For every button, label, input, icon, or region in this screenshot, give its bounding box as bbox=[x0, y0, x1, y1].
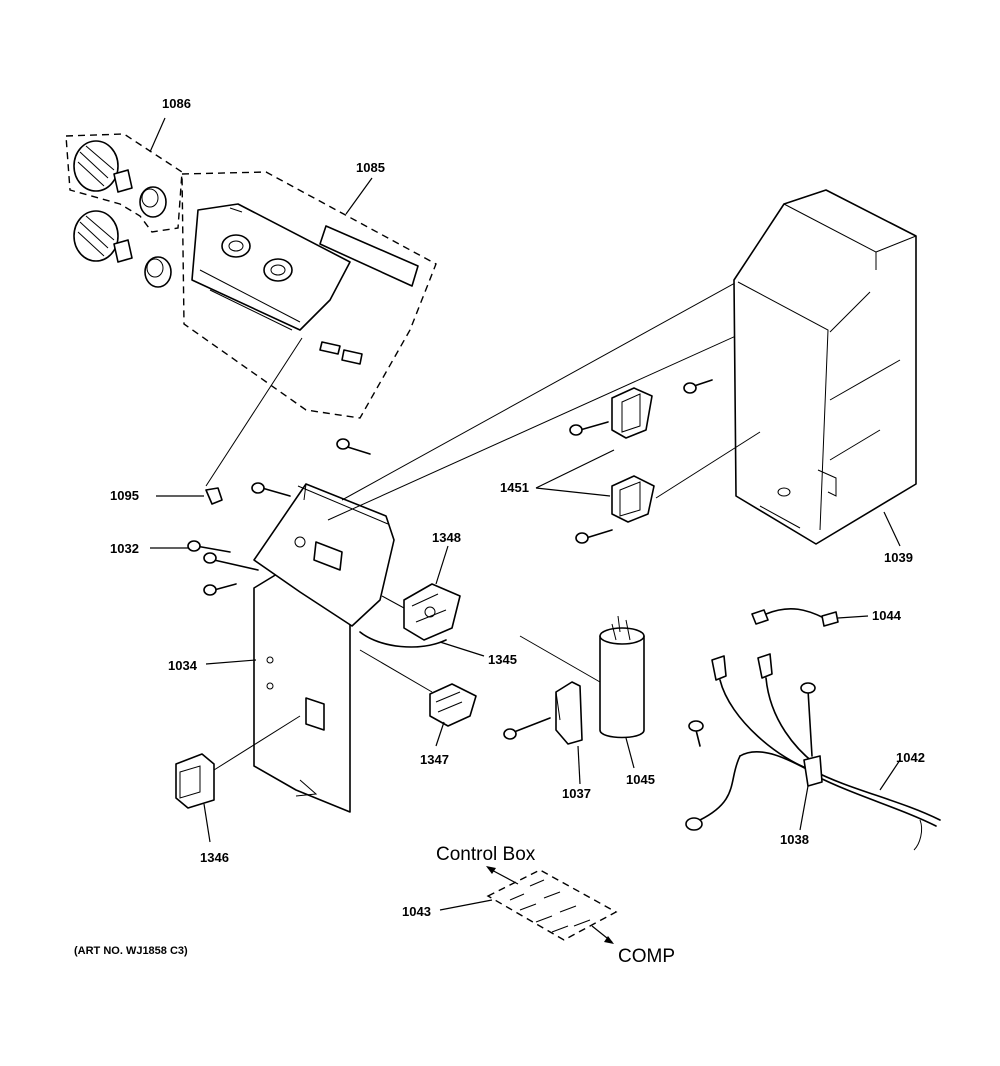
label-comp: COMP bbox=[618, 946, 675, 967]
relay-top bbox=[611, 387, 653, 439]
callout-1034: 1034 bbox=[168, 658, 198, 673]
callout-1348: 1348 bbox=[432, 530, 461, 545]
wire-terminals bbox=[486, 866, 618, 944]
callout-1045: 1045 bbox=[626, 772, 655, 787]
callout-1095: 1095 bbox=[110, 488, 139, 503]
knobs-assembly bbox=[65, 117, 183, 288]
control-box-cabinet bbox=[733, 189, 917, 547]
knob-top bbox=[73, 140, 167, 218]
thermostat-capillary bbox=[359, 631, 447, 648]
callout-1043: 1043 bbox=[402, 904, 431, 919]
callout-1032: 1032 bbox=[110, 541, 139, 556]
wire-harness bbox=[685, 653, 941, 851]
callout-1346: 1346 bbox=[200, 850, 229, 865]
callout-1085: 1085 bbox=[356, 160, 385, 175]
callout-1038: 1038 bbox=[780, 832, 809, 847]
knob-bottom bbox=[73, 210, 172, 288]
rocker-switch bbox=[175, 715, 301, 809]
callout-1044: 1044 bbox=[872, 608, 902, 623]
relays bbox=[569, 379, 761, 544]
callout-1037: 1037 bbox=[562, 786, 591, 801]
jumper-wire bbox=[751, 607, 839, 627]
callout-1451: 1451 bbox=[500, 480, 529, 495]
capacitor-bracket bbox=[503, 681, 583, 745]
selector-switch bbox=[381, 583, 461, 641]
callout-1347: 1347 bbox=[420, 752, 449, 767]
control-panel-assembly bbox=[181, 171, 437, 487]
label-control-box: Control Box bbox=[436, 844, 536, 865]
knobs-dashed-boundary bbox=[65, 133, 183, 233]
control-box-bracket bbox=[253, 483, 395, 813]
callout-1086: 1086 bbox=[162, 96, 191, 111]
panel-trim-strip bbox=[319, 225, 419, 287]
art-number: (ART NO. WJ1858 C3) bbox=[74, 945, 188, 957]
panel-dashed-boundary bbox=[181, 171, 437, 419]
callout-1042: 1042 bbox=[896, 750, 925, 765]
bracket-screws bbox=[187, 438, 371, 596]
thermostat-switch bbox=[359, 649, 477, 727]
run-capacitor bbox=[519, 615, 645, 739]
callout-1039: 1039 bbox=[884, 550, 913, 565]
callout-1345: 1345 bbox=[488, 652, 517, 667]
relay-bottom bbox=[611, 475, 655, 523]
